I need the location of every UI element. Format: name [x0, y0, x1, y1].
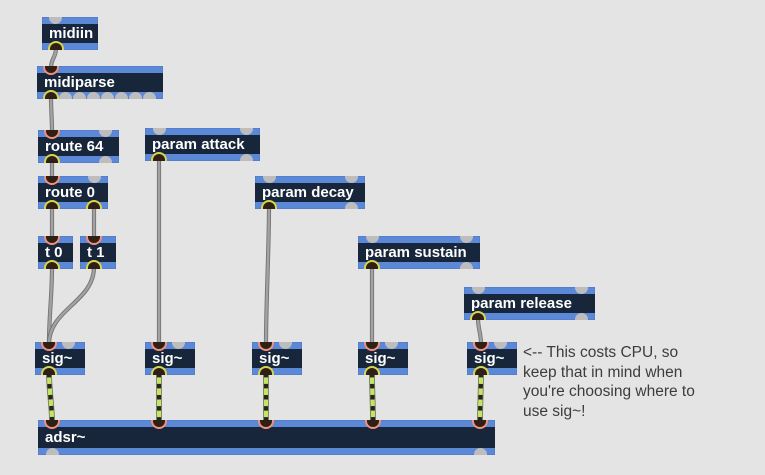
object-label: sig~ [252, 349, 302, 368]
inlet-port-idle[interactable] [171, 342, 185, 349]
object-label: param decay [255, 183, 365, 202]
object-label: midiin [42, 24, 98, 43]
object-label: route 64 [38, 137, 119, 156]
outlet-port-idle[interactable] [128, 92, 142, 99]
outlet-port-idle[interactable] [473, 448, 487, 455]
inlet-port-idle[interactable] [152, 128, 166, 135]
object-label: t 1 [80, 243, 116, 262]
object-label: param attack [145, 135, 260, 154]
object-label: sig~ [467, 349, 517, 368]
inlet-port-idle[interactable] [344, 176, 358, 183]
inlet-port-idle[interactable] [262, 176, 276, 183]
inlet-port-connected[interactable] [151, 342, 167, 351]
inlet-port-connected[interactable] [43, 66, 59, 75]
outlet-port-connected[interactable] [364, 366, 380, 375]
outlet-port-connected[interactable] [41, 366, 57, 375]
outlet-port-connected[interactable] [44, 154, 60, 163]
inlet-port-idle[interactable] [278, 342, 292, 349]
inlet-port-idle[interactable] [98, 130, 112, 137]
outlet-port-idle[interactable] [459, 262, 473, 269]
inlet-port-connected[interactable] [44, 130, 60, 139]
inlet-port-idle[interactable] [365, 236, 379, 243]
object-label: sig~ [145, 349, 195, 368]
object-box-param-release[interactable]: param release [464, 287, 595, 320]
outlet-port-idle[interactable] [45, 448, 59, 455]
patch-cord-t1-sig1[interactable] [46, 264, 97, 347]
outlet-port-connected[interactable] [473, 366, 489, 375]
outlet-port-idle[interactable] [86, 92, 100, 99]
outlet-port-connected[interactable] [261, 200, 277, 209]
outlet-port-connected[interactable] [364, 260, 380, 269]
object-box-adsr[interactable]: adsr~ [38, 420, 495, 455]
outlet-port-connected[interactable] [151, 366, 167, 375]
outlet-port-idle[interactable] [344, 202, 358, 209]
outlet-port-idle[interactable] [239, 154, 253, 161]
object-label: midiparse [37, 73, 163, 92]
object-box-sig-5[interactable]: sig~ [467, 342, 517, 375]
outlet-port-connected[interactable] [48, 41, 64, 50]
inlet-port-idle[interactable] [239, 128, 253, 135]
inlet-port-connected[interactable] [44, 176, 60, 185]
outlet-port-idle[interactable] [142, 92, 156, 99]
outlet-port-connected[interactable] [258, 366, 274, 375]
object-label: param sustain [358, 243, 480, 262]
object-label: sig~ [358, 349, 408, 368]
inlet-port-connected[interactable] [258, 342, 274, 351]
object-box-sig-4[interactable]: sig~ [358, 342, 408, 375]
signal-cord-sig5-adsr[interactable] [477, 370, 484, 425]
object-box-sig-2[interactable]: sig~ [145, 342, 195, 375]
patch-cord-param-decay-sig3[interactable] [263, 204, 272, 347]
outlet-port-connected[interactable] [86, 200, 102, 209]
patch-cord-midiparse-route64[interactable] [48, 94, 55, 135]
object-label: sig~ [35, 349, 85, 368]
patch-cord-param-release-sig5[interactable] [475, 315, 484, 347]
object-box-route64[interactable]: route 64 [38, 130, 119, 163]
outlet-port-idle[interactable] [114, 92, 128, 99]
patch-cord-t0-sig1[interactable] [46, 264, 55, 347]
inlet-port-connected[interactable] [473, 342, 489, 351]
comment-box[interactable]: <-- This costs CPU, so keep that in mind… [523, 344, 695, 420]
object-box-midiparse[interactable]: midiparse [37, 66, 163, 99]
object-box-midiin[interactable]: midiin [42, 17, 98, 50]
outlet-port-idle[interactable] [100, 92, 114, 99]
object-label: param release [464, 294, 595, 313]
outlet-port-connected[interactable] [86, 260, 102, 269]
outlet-port-connected[interactable] [44, 260, 60, 269]
object-box-param-sustain[interactable]: param sustain [358, 236, 480, 269]
inlet-port-idle[interactable] [49, 17, 62, 24]
outlet-port-idle[interactable] [574, 313, 588, 320]
inlet-port-idle[interactable] [384, 342, 398, 349]
outlet-port-idle[interactable] [98, 156, 112, 163]
object-label: adsr~ [38, 427, 495, 448]
outlet-port-connected[interactable] [44, 200, 60, 209]
inlet-port-idle[interactable] [61, 342, 75, 349]
inlet-port-connected[interactable] [86, 236, 102, 245]
inlet-port-connected[interactable] [44, 236, 60, 245]
outlet-port-idle[interactable] [58, 92, 72, 99]
object-box-sig-1[interactable]: sig~ [35, 342, 85, 375]
object-label: route 0 [38, 183, 108, 202]
inlet-port-idle[interactable] [493, 342, 507, 349]
outlet-port-connected[interactable] [43, 90, 59, 99]
signal-cord-sig1-adsr[interactable] [46, 370, 55, 425]
outlet-port-idle[interactable] [72, 92, 86, 99]
object-box-t0[interactable]: t 0 [38, 236, 73, 269]
inlet-port-connected[interactable] [364, 342, 380, 351]
inlet-port-connected[interactable] [41, 342, 57, 351]
inlet-port-idle[interactable] [87, 176, 101, 183]
outlet-port-connected[interactable] [151, 152, 167, 161]
outlet-port-connected[interactable] [470, 311, 486, 320]
object-box-sig-3[interactable]: sig~ [252, 342, 302, 375]
object-box-param-decay[interactable]: param decay [255, 176, 365, 209]
patch-cord-midiin-midiparse[interactable] [48, 45, 59, 71]
object-box-t1[interactable]: t 1 [80, 236, 116, 269]
object-box-param-attack[interactable]: param attack [145, 128, 260, 161]
inlet-port-idle[interactable] [574, 287, 588, 294]
inlet-port-idle[interactable] [459, 236, 473, 243]
object-box-route0[interactable]: route 0 [38, 176, 108, 209]
object-label: t 0 [38, 243, 73, 262]
signal-cord-sig4-adsr[interactable] [369, 370, 376, 425]
inlet-port-idle[interactable] [471, 287, 485, 294]
